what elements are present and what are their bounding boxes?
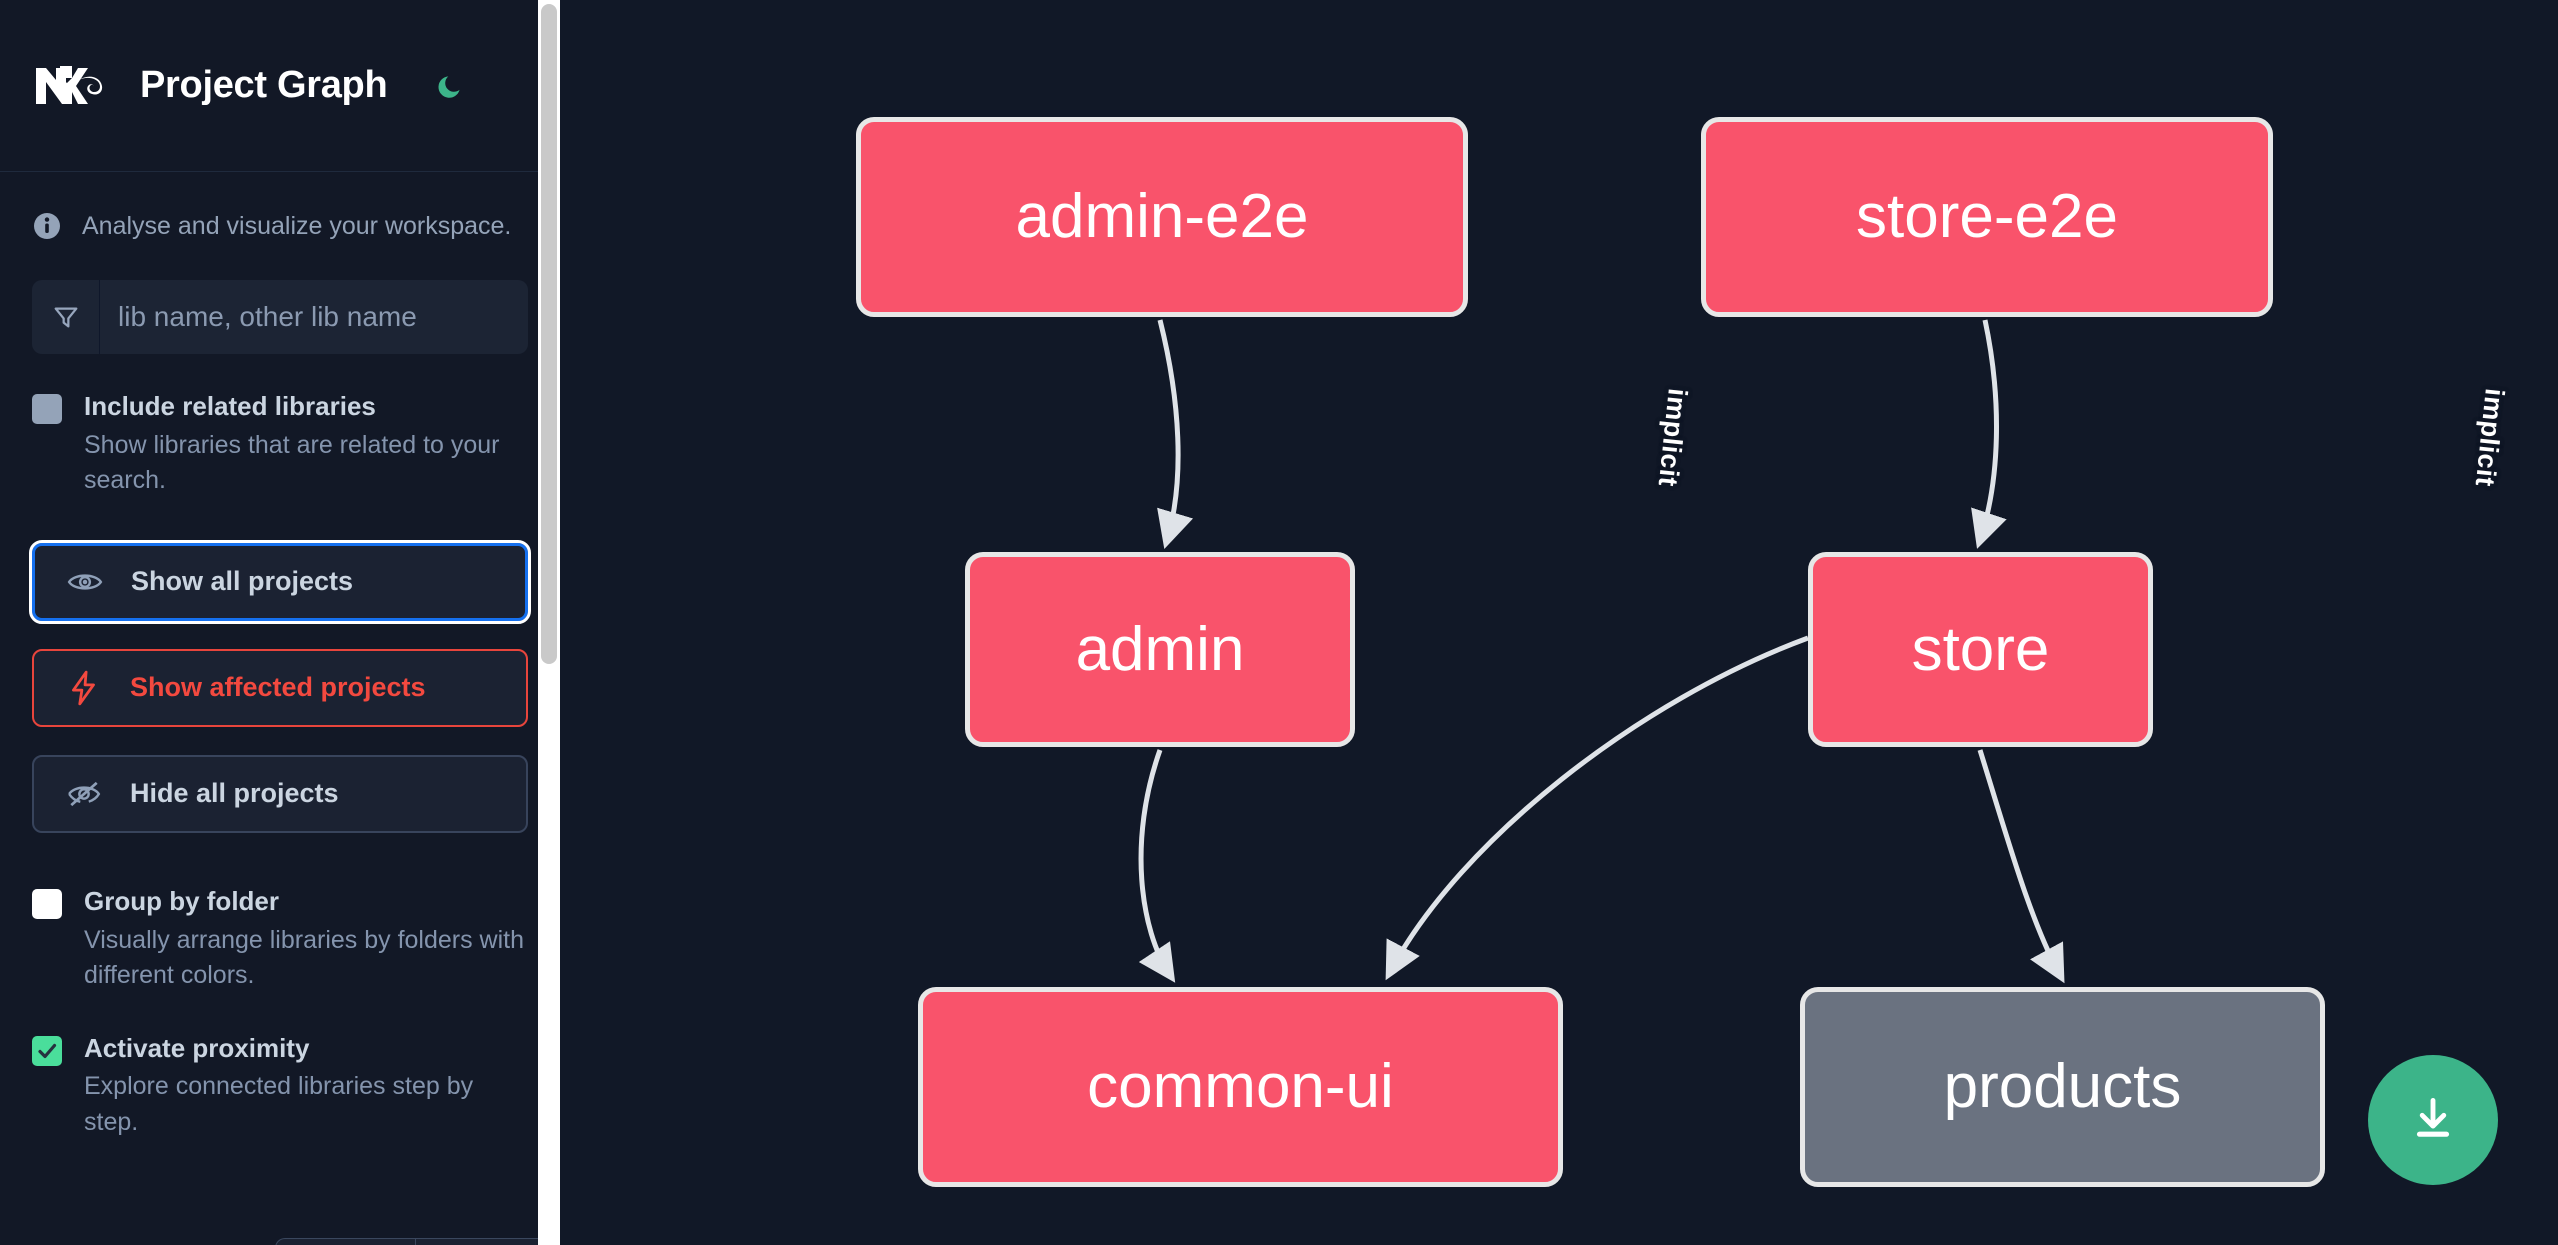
segment-2[interactable] <box>414 1238 555 1245</box>
nx-logo-icon <box>32 60 114 112</box>
bottom-segmented-control[interactable] <box>275 1238 560 1245</box>
search-field[interactable] <box>32 280 528 354</box>
graph-node-store[interactable]: store <box>1808 552 2153 747</box>
sidebar: Project Graph Analyse and visualize your… <box>0 0 560 1245</box>
lightning-bolt-icon <box>64 668 104 708</box>
hide-all-projects-button[interactable]: Hide all projects <box>32 754 528 833</box>
graph-node-admin[interactable]: admin <box>965 552 1355 747</box>
show-affected-projects-label: Show affected projects <box>130 672 426 703</box>
download-button[interactable] <box>2368 1055 2498 1185</box>
app-title: Project Graph <box>140 64 388 106</box>
checkbox-texts: Activate proximity Explore connected lib… <box>84 1032 524 1141</box>
graph-node-products[interactable]: products <box>1800 987 2325 1187</box>
checkbox-description: Explore connected libraries step by step… <box>84 1072 474 1136</box>
graph-node-label: store <box>1911 614 2050 684</box>
checkbox-description: Show libraries that are related to your … <box>84 430 500 495</box>
moon-icon[interactable] <box>429 64 473 108</box>
checkbox-label: Group by folder <box>84 885 279 916</box>
search-input[interactable] <box>100 280 528 354</box>
checkbox-box-checked[interactable] <box>32 1035 62 1066</box>
show-affected-projects-button[interactable]: Show affected projects <box>32 648 528 727</box>
download-icon <box>2406 1091 2460 1150</box>
sidebar-scroll-area[interactable]: Project Graph Analyse and visualize your… <box>0 0 560 1245</box>
checkbox-texts: Group by folder Visually arrange librari… <box>84 885 524 994</box>
checkbox-group-by-folder[interactable]: Group by folder Visually arrange librari… <box>0 885 560 994</box>
show-all-projects-label: Show all projects <box>131 566 354 597</box>
graph-node-label: admin <box>1075 614 1245 684</box>
tagline-row: Analyse and visualize your workspace. <box>0 172 560 280</box>
checkbox-box-unchecked[interactable] <box>32 888 62 919</box>
graph-canvas[interactable]: admin-e2e store-e2e admin store common-u… <box>560 0 2558 1245</box>
segment-1[interactable] <box>275 1238 415 1245</box>
checkbox-texts: Include related libraries Show libraries… <box>84 390 524 499</box>
checkbox-label: Activate proximity <box>84 1032 310 1063</box>
sidebar-header: Project Graph <box>0 0 560 172</box>
sidebar-scrollbar[interactable] <box>538 0 560 1245</box>
hide-all-projects-label: Hide all projects <box>130 778 339 809</box>
graph-node-label: store-e2e <box>1856 182 2118 251</box>
filter-funnel-icon <box>32 280 100 354</box>
checkbox-box-unchecked[interactable] <box>32 394 62 424</box>
info-icon <box>32 211 62 241</box>
checkbox-description: Visually arrange libraries by folders wi… <box>84 925 525 990</box>
graph-node-common-ui[interactable]: common-ui <box>918 987 1563 1187</box>
checkbox-activate-proximity[interactable]: Activate proximity Explore connected lib… <box>0 1032 560 1141</box>
projects-button-group: Show all projects Show affected projects <box>0 539 560 833</box>
tagline-text: Analyse and visualize your workspace. <box>82 211 512 240</box>
eye-icon <box>65 562 105 602</box>
graph-node-label: products <box>1943 1052 2182 1121</box>
graph-node-label: admin-e2e <box>1015 182 1309 251</box>
graph-edges <box>1138 319 2065 984</box>
checkbox-label: Include related libraries <box>84 391 376 421</box>
graph-node-admin-e2e[interactable]: admin-e2e <box>856 117 1468 317</box>
graph-node-store-e2e[interactable]: store-e2e <box>1701 117 2273 317</box>
graph-node-label: common-ui <box>1087 1052 1394 1121</box>
sidebar-scrollbar-thumb[interactable] <box>541 4 557 664</box>
show-all-projects-button[interactable]: Show all projects <box>29 539 531 624</box>
eye-off-icon <box>64 774 104 814</box>
checkbox-include-related-libraries[interactable]: Include related libraries Show libraries… <box>0 390 560 499</box>
